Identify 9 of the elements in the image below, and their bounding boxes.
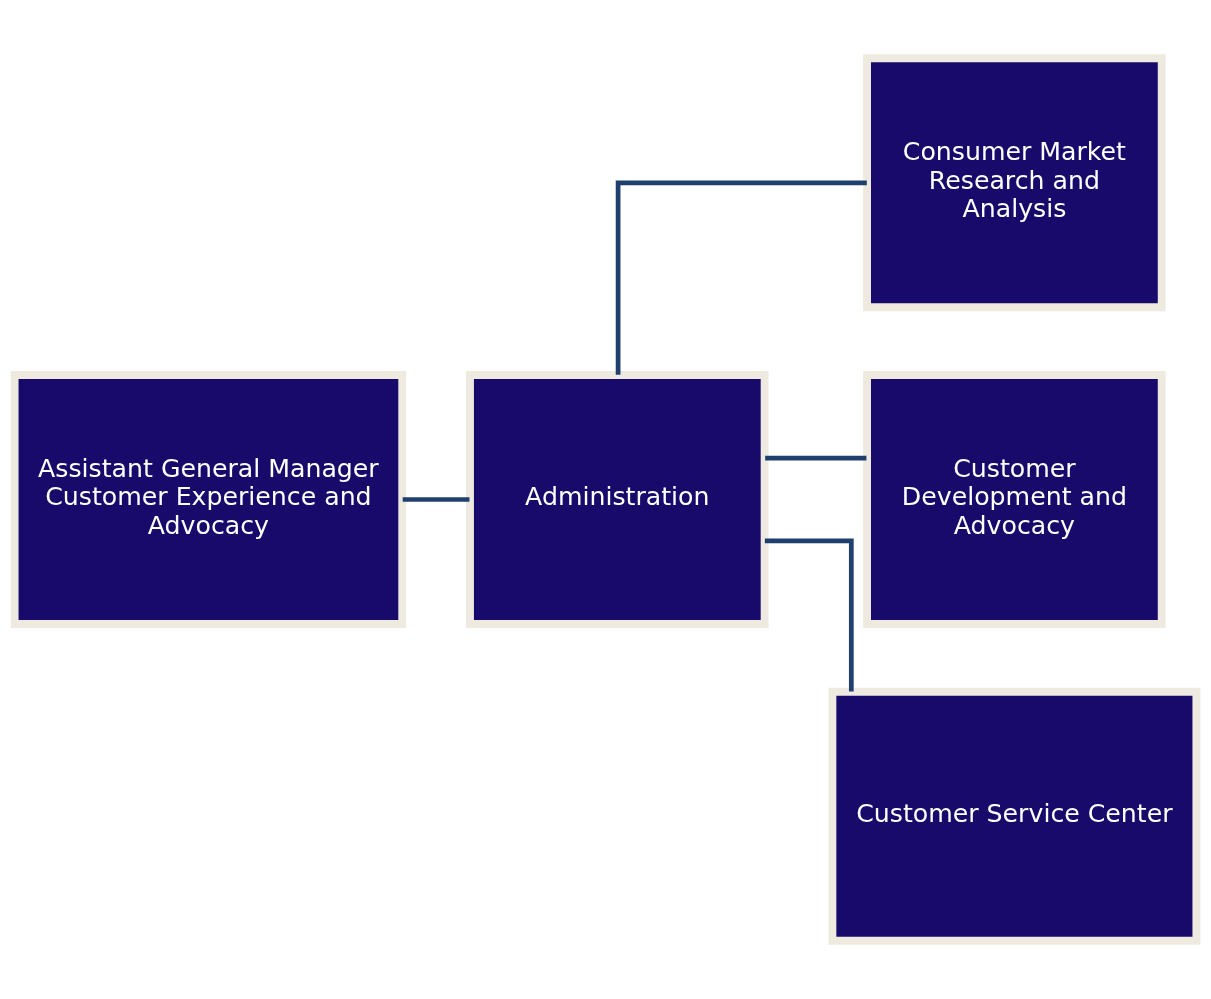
connector bbox=[402, 497, 470, 502]
connector bbox=[615, 180, 867, 375]
node-box: Administration bbox=[466, 371, 769, 628]
node-box: Customer Service Center bbox=[828, 687, 1201, 945]
node-box: Customer Development and Advocacy bbox=[863, 371, 1166, 628]
connector bbox=[764, 538, 854, 692]
node-box: Consumer Market Research and Analysis bbox=[863, 54, 1166, 312]
node-box: Assistant General Manager Customer Experience and Advocacy bbox=[10, 371, 407, 628]
connector bbox=[765, 455, 867, 461]
